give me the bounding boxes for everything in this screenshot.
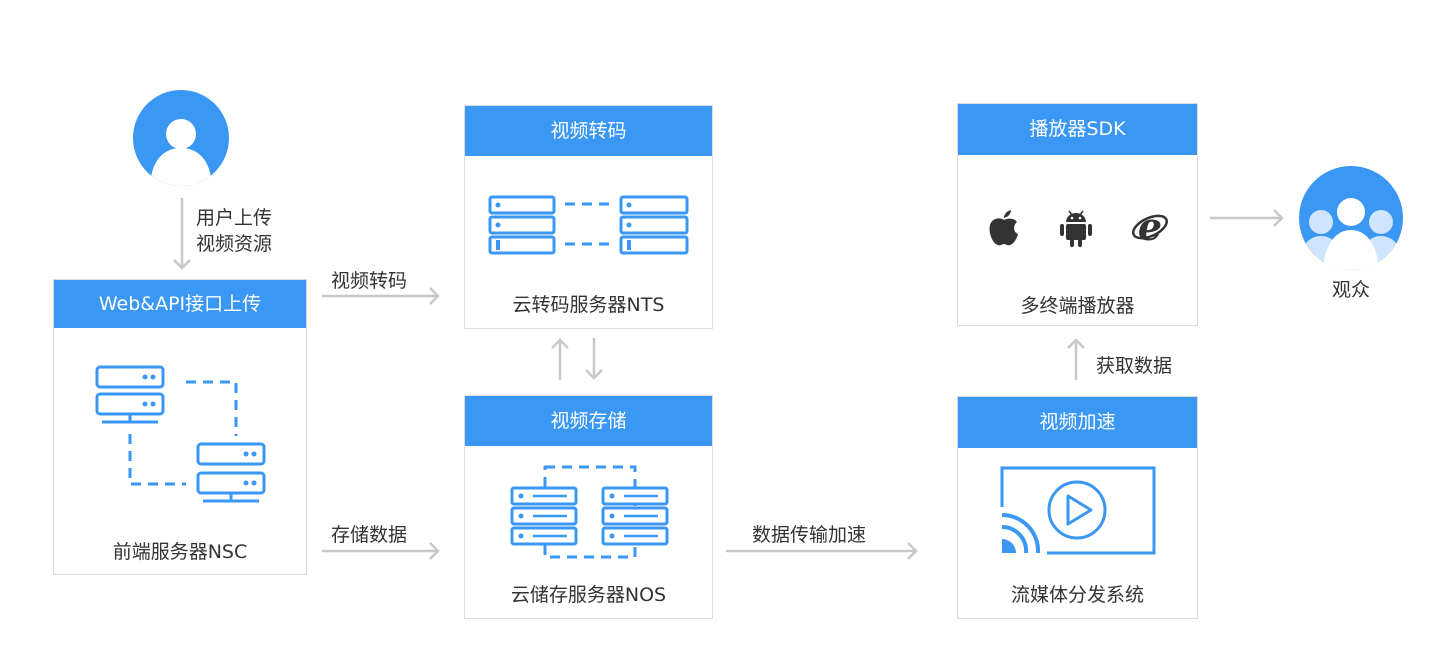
nsc-card-title: Web&API接口上传 <box>54 280 306 328</box>
edge-fetch-label: 获取数据 <box>1096 355 1173 377</box>
cdn-card-title: 视频加速 <box>958 397 1197 448</box>
cdn-caption: 流媒体分发系统 <box>1010 584 1144 606</box>
user-icon <box>133 90 229 186</box>
svg-text:e: e <box>1138 204 1162 249</box>
nts-caption: 云转码服务器NTS <box>512 294 665 316</box>
play-icon <box>1000 466 1156 555</box>
sdk-card: 播放器SDK e 多终端播放器 <box>957 103 1198 326</box>
edge-transcode-label: 视频转码 <box>331 270 408 292</box>
nts-server-icon <box>488 195 689 255</box>
nos-card: 视频存储 云储存服务器NOS <box>464 395 713 619</box>
apple-icon <box>989 210 1018 246</box>
nsc-card: Web&API接口上传 前端服务器NSC <box>53 279 307 575</box>
sdk-card-title: 播放器SDK <box>958 104 1197 155</box>
nts-card: 视频转码 云转码服务器NTS <box>464 105 713 329</box>
edge-store-label: 存储数据 <box>331 524 408 546</box>
arrow-nos-to-cdn <box>726 542 918 560</box>
arrow-nsc-to-nts <box>322 287 440 305</box>
nts-card-title: 视频转码 <box>465 106 712 156</box>
user-upload-label-2: 视频资源 <box>196 233 273 255</box>
arrow-sdk-to-audience <box>1210 209 1284 227</box>
audience-label: 观众 <box>1331 279 1370 301</box>
nsc-server-icon <box>95 365 266 503</box>
arrow-cdn-to-sdk <box>1067 338 1085 380</box>
arrow-nts-to-nos <box>585 338 603 380</box>
arrow-user-to-nsc <box>173 198 191 270</box>
ie-icon: e <box>1131 204 1169 249</box>
arrow-nos-to-nts <box>551 338 569 380</box>
nos-caption: 云储存服务器NOS <box>510 584 667 606</box>
user-upload-label-1: 用户上传 <box>196 207 273 229</box>
cdn-card: 视频加速 流媒体分发系统 <box>957 396 1198 619</box>
arrow-nsc-to-nos <box>322 542 440 560</box>
nsc-caption: 前端服务器NSC <box>112 541 248 563</box>
android-icon <box>1060 210 1092 247</box>
audience-icon <box>1299 166 1403 270</box>
edge-transfer-label: 数据传输加速 <box>752 524 867 546</box>
nos-card-title: 视频存储 <box>465 396 712 446</box>
nos-server-icon <box>510 465 669 559</box>
sdk-caption: 多终端播放器 <box>1020 295 1135 317</box>
